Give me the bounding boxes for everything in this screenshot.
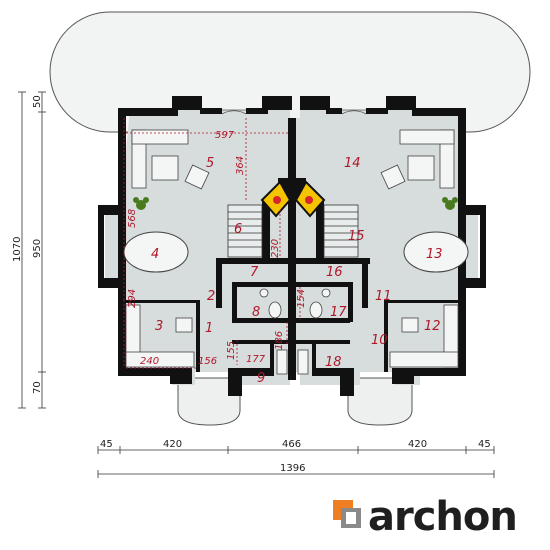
- terrace-bottom-right: [347, 377, 413, 426]
- stairs-left: [227, 204, 263, 258]
- dim-240: 240: [140, 356, 159, 367]
- room-4: 4: [151, 247, 159, 262]
- dim-bottom-466: 466: [282, 439, 301, 450]
- dim-156: 156: [198, 356, 217, 367]
- room-5: 5: [206, 156, 214, 171]
- dim-155: 155: [226, 341, 237, 360]
- room-9: 9: [257, 371, 265, 386]
- archon-logo: archon: [333, 494, 518, 540]
- outer-walls: [98, 96, 486, 396]
- left-dimension-chain: [18, 91, 46, 409]
- sofa-right: [380, 129, 455, 190]
- dim-568: 568: [127, 209, 138, 228]
- dining-table-right: [403, 231, 469, 273]
- room-12: 12: [424, 319, 441, 334]
- dim-294: 294: [127, 289, 138, 308]
- room-16: 16: [326, 265, 343, 280]
- bathroom-fixtures: [259, 288, 331, 375]
- room-10: 10: [371, 333, 388, 348]
- terrace-doors: [221, 109, 367, 115]
- room-17: 17: [330, 305, 347, 320]
- fireplace-right-icon: [294, 180, 326, 218]
- dim-364: 364: [235, 156, 246, 175]
- dim-230: 230: [270, 239, 281, 258]
- room-11: 11: [375, 289, 392, 304]
- plant-right-icon: [442, 197, 458, 210]
- room-15: 15: [348, 229, 365, 244]
- dim-177: 177: [246, 354, 266, 365]
- room-13: 13: [426, 247, 443, 262]
- room-1: 1: [205, 321, 213, 336]
- room-2: 2: [207, 289, 215, 304]
- dim-154: 154: [296, 289, 307, 308]
- sofa-left: [131, 129, 210, 190]
- terrace-bottom-left: [177, 377, 241, 426]
- bottom-dimension-chain: [97, 446, 495, 478]
- dim-left-950: 950: [32, 239, 43, 258]
- dim-bottom-45a: 45: [100, 439, 113, 450]
- dim-bottom-total: 1396: [280, 463, 305, 474]
- interior-dimension-lines: [123, 118, 301, 369]
- dim-186: 186: [274, 331, 285, 350]
- plant-left-icon: [133, 197, 149, 210]
- dim-597: 597: [215, 130, 235, 141]
- logo-text: archon: [368, 494, 517, 540]
- dim-left-70: 70: [32, 381, 43, 394]
- room-7: 7: [250, 265, 259, 280]
- fireplace-left-icon: [260, 180, 292, 218]
- room-14: 14: [344, 156, 361, 171]
- room-8: 8: [252, 305, 260, 320]
- kitchen-left: [125, 304, 195, 368]
- kitchen-right: [389, 304, 459, 368]
- dim-bottom-420b: 420: [408, 439, 427, 450]
- interior-walls: [126, 200, 458, 376]
- dim-left-1070: 1070: [12, 237, 23, 262]
- room-6: 6: [234, 222, 242, 237]
- stairs-right: [323, 204, 359, 258]
- room-18: 18: [325, 355, 342, 370]
- room-3: 3: [155, 319, 163, 334]
- dim-left-50: 50: [32, 95, 43, 108]
- dim-bottom-45b: 45: [478, 439, 491, 450]
- dim-bottom-420a: 420: [163, 439, 182, 450]
